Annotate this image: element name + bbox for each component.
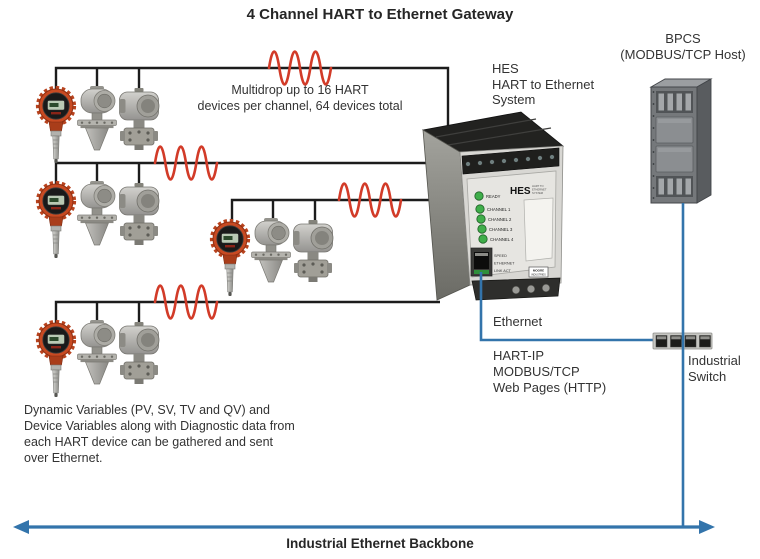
multidrop-note: Multidrop up to 16 HART devices per chan… <box>168 83 432 114</box>
hart-signal-icon-ch1 <box>267 50 333 86</box>
channel3-led-label: CHANNEL 3 <box>489 227 513 232</box>
protocols-line1: HART-IP <box>493 348 545 363</box>
industrial-switch-label: Industrial Switch <box>688 353 741 384</box>
bpcs-bottom-vent-bars <box>658 178 691 195</box>
level-transmitter-icon <box>77 180 117 246</box>
hart-signal-icon-ch4 <box>153 284 219 320</box>
hes-logo-sub2: ETHERNET <box>532 188 547 192</box>
hes-logo: HES <box>510 186 531 197</box>
terminal-screws <box>465 154 555 167</box>
brand-line2: INDUSTRIES <box>531 274 546 277</box>
temperature-transmitter-icon <box>35 85 77 165</box>
hes-caption-line3: System <box>492 92 536 107</box>
channel2-wire <box>54 161 427 186</box>
description-note: Dynamic Variables (PV, SV, TV and QV) an… <box>24 402 295 466</box>
hart-signal-icon-ch2 <box>153 145 219 181</box>
brand-line1: MOORE <box>533 269 544 273</box>
protocols-line3: Web Pages (HTTP) <box>493 380 607 395</box>
hes-caption: HES HART to Ethernet System <box>492 61 594 108</box>
bpcs-screw-dots <box>652 91 655 199</box>
temperature-transmitter-icon <box>35 319 77 399</box>
port-ethernet-label: ETHERNET <box>494 262 515 266</box>
protocols-note: HART-IP MODBUS/TCP Web Pages (HTTP) <box>493 348 606 396</box>
industrial-switch-label-line2: Switch <box>688 368 727 384</box>
device-cluster-channel2 <box>35 180 160 260</box>
backbone-left-arrow-icon <box>13 520 29 534</box>
channel1-wire <box>54 66 450 128</box>
bpcs-caption-line2: (MODBUS/TCP Host) <box>620 46 746 62</box>
moore-industries-logo: MOORE INDUSTRIES <box>528 266 549 278</box>
bpcs-top-vents <box>656 91 693 113</box>
channel2-led <box>476 214 486 224</box>
ready-led-label: READY <box>486 194 501 199</box>
bpcs-caption: BPCS (MODBUS/TCP Host) <box>598 31 760 62</box>
protocols-line2: MODBUS/TCP <box>493 364 580 379</box>
channel2-led-label: CHANNEL 2 <box>488 217 512 222</box>
level-transmitter-icon <box>251 217 291 283</box>
hes-tag-label <box>523 197 554 262</box>
hes-logo-sub1: HART TO <box>532 184 544 188</box>
channel4-led-label: CHANNEL 4 <box>490 237 514 242</box>
page-title: 4 Channel HART to Ethernet Gateway <box>246 6 514 23</box>
ready-led <box>474 191 484 201</box>
multidrop-note-line1: Multidrop up to 16 HART <box>231 83 369 97</box>
hes-logo-sub3: SYSTEM <box>532 191 544 195</box>
hes-caption-line1: HES <box>492 61 519 76</box>
channel1-led-label: CHANNEL 1 <box>487 207 511 212</box>
base-screws <box>511 283 551 295</box>
multidrop-note-line2: devices per channel, 64 devices total <box>197 98 403 113</box>
hes-caption-line2: HART to Ethernet <box>492 76 595 92</box>
bpcs-caption-line1: BPCS <box>665 31 701 46</box>
bpcs-panel-upper <box>655 116 694 144</box>
backbone-right-arrow-icon <box>699 520 715 534</box>
temperature-transmitter-icon <box>209 218 251 298</box>
pressure-transmitter-icon <box>119 182 160 246</box>
description-line2: Device Variables along with Diagnostic d… <box>24 419 295 433</box>
channel3-wire <box>230 198 430 224</box>
description-line4: over Ethernet. <box>24 451 103 465</box>
channel4-led <box>478 234 488 244</box>
level-transmitter-icon <box>77 85 117 151</box>
bpcs-host-cabinet <box>649 78 713 204</box>
description-line3: each HART device can be gathered and sen… <box>24 435 274 449</box>
ethernet-label: Ethernet <box>493 314 543 329</box>
bpcs-side-face <box>696 78 712 204</box>
channel3-led <box>477 224 487 234</box>
channel1-led <box>475 204 485 214</box>
bpcs-bottom-vents <box>656 176 693 197</box>
hes-leds: READY CHANNEL 1 CHANNEL 2 CHANNEL 3 CHAN… <box>474 191 514 244</box>
backbone-label: Industrial Ethernet Backbone <box>286 536 474 551</box>
channel4-wire <box>54 300 440 325</box>
bpcs-panel-lower <box>655 145 694 173</box>
pressure-transmitter-icon <box>119 321 160 385</box>
port-linkact-label: LINK ACT <box>494 269 512 273</box>
hes-terminal-strip <box>461 147 560 175</box>
pressure-transmitter-icon <box>293 219 334 283</box>
hart-signal-icon-ch3 <box>337 182 403 218</box>
port-speed-label: SPEED <box>494 254 507 258</box>
device-cluster-channel3 <box>209 217 334 298</box>
switch-ports <box>655 335 711 348</box>
temperature-transmitter-icon <box>35 180 77 260</box>
pressure-transmitter-icon <box>119 87 160 151</box>
industrial-switch-device <box>652 332 713 350</box>
bpcs-top-vent-bars <box>658 93 691 111</box>
device-cluster-channel1 <box>35 85 160 165</box>
description-line1: Dynamic Variables (PV, SV, TV and QV) an… <box>24 403 270 417</box>
level-transmitter-icon <box>77 319 117 385</box>
device-cluster-channel4 <box>35 319 160 399</box>
hes-to-switch-ethernet-wire <box>479 272 653 342</box>
industrial-switch-label-line1: Industrial <box>688 353 741 368</box>
ethernet-backbone <box>13 520 715 534</box>
hes-gateway-device: HES HART TO ETHERNET SYSTEM READY CHANNE… <box>421 111 565 301</box>
hart-channel-wires <box>54 66 450 326</box>
